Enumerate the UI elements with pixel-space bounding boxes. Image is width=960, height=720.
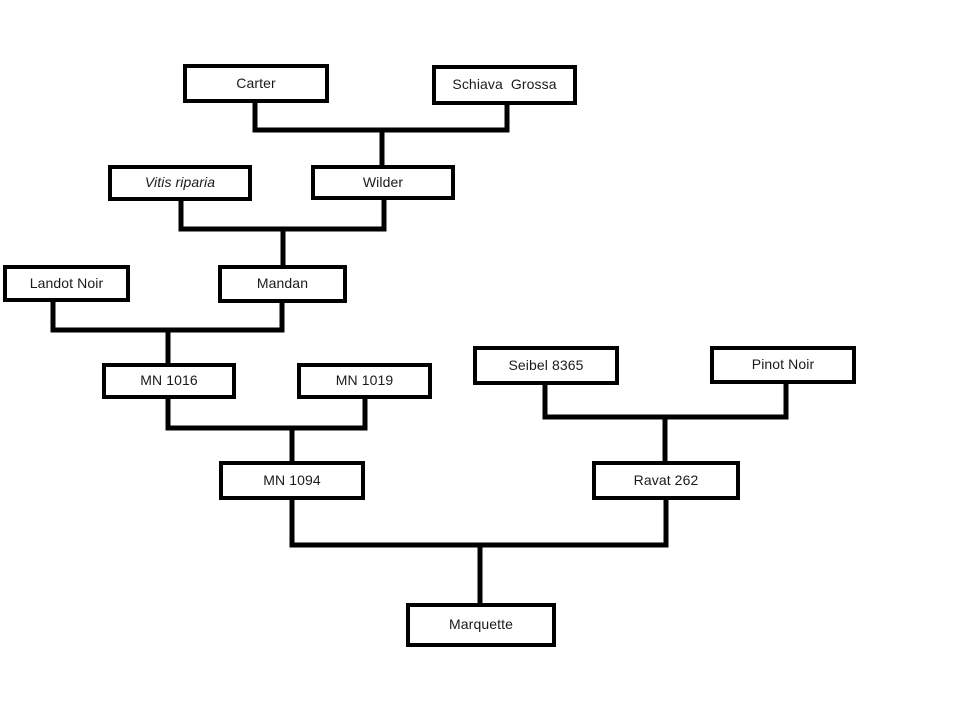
node-mn_1094[interactable]: MN 1094 (219, 461, 365, 500)
path-mn1016-mn1019-mn1094 (165, 397, 368, 463)
node-ravat_262[interactable]: Ravat 262 (592, 461, 740, 500)
node-label-mn_1019: MN 1019 (335, 372, 394, 389)
node-label-schiava_grossa: Schiava Grossa (452, 76, 557, 93)
node-pinot_noir[interactable]: Pinot Noir (710, 346, 856, 384)
node-seibel_8365[interactable]: Seibel 8365 (473, 346, 619, 385)
node-label-seibel_8365: Seibel 8365 (508, 356, 584, 373)
node-mn_1019[interactable]: MN 1019 (297, 363, 432, 399)
node-marquette[interactable]: Marquette (406, 603, 556, 647)
node-label-marquette: Marquette (449, 616, 513, 633)
node-label-mn_1094: MN 1094 (263, 471, 321, 488)
path-landot-mandan-mn1016 (50, 300, 285, 365)
node-schiava_grossa[interactable]: Schiava Grossa (432, 65, 577, 105)
node-wilder[interactable]: Wilder (311, 165, 455, 200)
node-label-mandan: Mandan (256, 275, 309, 292)
node-mandan[interactable]: Mandan (218, 265, 347, 303)
node-landot_noir[interactable]: Landot Noir (3, 265, 130, 302)
node-label-mn_1016: MN 1016 (140, 372, 198, 389)
path-vitis-wilder-mandan (178, 198, 387, 267)
path-carter-schiava-wilder (252, 101, 510, 167)
path-mn1094-ravat-marquette (289, 499, 669, 605)
node-vitis_riparia[interactable]: Vitis riparia (108, 165, 252, 201)
node-label-landot_noir: Landot Noir (29, 274, 104, 291)
node-label-carter: Carter (236, 74, 276, 91)
node-carter[interactable]: Carter (183, 64, 329, 103)
node-label-ravat_262: Ravat 262 (633, 471, 699, 488)
node-label-wilder: Wilder (362, 173, 404, 190)
node-label-vitis_riparia: Vitis riparia (144, 174, 216, 191)
node-label-pinot_noir: Pinot Noir (751, 356, 815, 373)
path-seibel-pinot-ravat (542, 383, 789, 463)
node-mn_1016[interactable]: MN 1016 (102, 363, 236, 399)
